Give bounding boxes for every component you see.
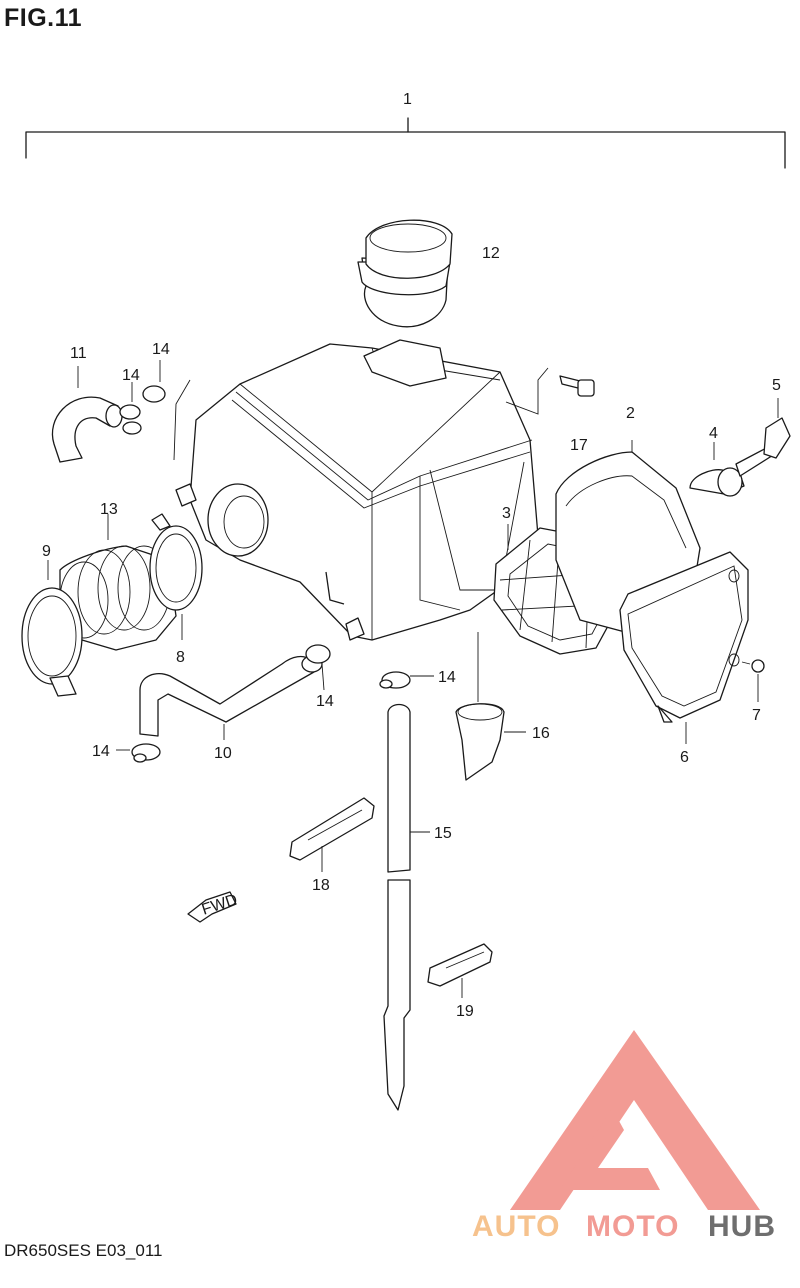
logo-text-auto: AUTO bbox=[472, 1210, 560, 1243]
callout-15: 15 bbox=[434, 825, 452, 842]
intake-duct-13 bbox=[59, 514, 177, 651]
drain-pipe-15 bbox=[383, 703, 430, 1111]
forward-direction-arrow: FWD bbox=[187, 891, 240, 923]
callout-9: 9 bbox=[42, 543, 51, 560]
callout-16: 16 bbox=[532, 725, 550, 742]
hose-clamps-14-top bbox=[119, 360, 191, 461]
callout-19: 19 bbox=[456, 1003, 474, 1020]
logo-text-hub: HUB bbox=[708, 1210, 776, 1243]
callout-18: 18 bbox=[312, 877, 330, 894]
figure-title: FIG.11 bbox=[4, 4, 83, 32]
clamp-9 bbox=[21, 560, 83, 697]
callout-10: 10 bbox=[214, 745, 232, 762]
clamp-ring-8 bbox=[149, 513, 203, 640]
callout-12: 12 bbox=[482, 245, 500, 262]
callout-5: 5 bbox=[772, 377, 781, 394]
drain-plug-16 bbox=[455, 632, 526, 781]
callout-4: 4 bbox=[709, 425, 718, 442]
callout-1: 1 bbox=[403, 91, 412, 108]
wing-bolt-4-5 bbox=[689, 398, 791, 497]
assembly-bracket bbox=[25, 117, 786, 169]
callout-11: 11 bbox=[70, 345, 87, 362]
callout-14e: 14 bbox=[92, 743, 110, 760]
callout-14d: 14 bbox=[316, 693, 334, 710]
drain-hose-10 bbox=[139, 644, 331, 740]
callout-14c: 14 bbox=[438, 669, 456, 686]
logo-outer-triangle bbox=[510, 1030, 760, 1210]
figure-reference: DR650SES E03_011 bbox=[4, 1241, 162, 1260]
fwd-label: FWD bbox=[200, 891, 240, 918]
callout-6: 6 bbox=[680, 749, 689, 766]
hose-clamps-14-lower bbox=[116, 671, 434, 763]
air-cleaner-case bbox=[175, 339, 541, 641]
bolt-17 bbox=[505, 367, 595, 415]
callout-14b: 14 bbox=[122, 367, 140, 384]
automotohub-logo: AUTO MOTO HUB bbox=[472, 1030, 776, 1243]
callout-3: 3 bbox=[502, 505, 511, 522]
breather-hose-11 bbox=[51, 366, 123, 463]
callout-8: 8 bbox=[176, 649, 185, 666]
callout-labels: 1 12 11 14 14 5 2 4 17 13 3 9 8 14 14 7 … bbox=[42, 91, 781, 1020]
callout-2: 2 bbox=[626, 405, 635, 422]
screw-7 bbox=[741, 659, 765, 702]
callout-14a: 14 bbox=[152, 341, 170, 358]
bracket-18 bbox=[289, 797, 375, 872]
side-cover-6 bbox=[619, 551, 749, 744]
logo-text-moto: MOTO bbox=[586, 1210, 679, 1243]
callout-13: 13 bbox=[100, 501, 118, 518]
intake-boot-12 bbox=[357, 219, 453, 328]
logo-inner-mark bbox=[560, 1108, 660, 1190]
callout-7: 7 bbox=[752, 707, 761, 724]
callout-17: 17 bbox=[570, 437, 588, 454]
bracket-19 bbox=[427, 943, 493, 998]
